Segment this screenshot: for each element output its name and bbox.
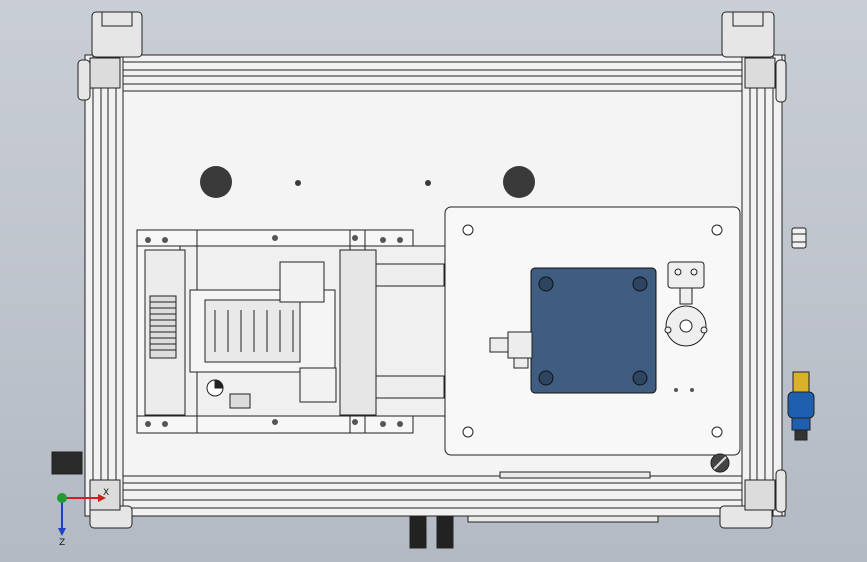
linear-slide-module bbox=[136, 229, 449, 434]
screw-head bbox=[710, 453, 730, 473]
bottom-parts bbox=[51, 451, 659, 549]
slide-module-screws bbox=[145, 235, 403, 427]
pneumatic-valve bbox=[787, 371, 815, 441]
axis-label-z: Z bbox=[59, 538, 65, 548]
corner-foot-top-left bbox=[77, 11, 143, 101]
push-in-fitting-top bbox=[791, 227, 807, 249]
floating-joint bbox=[664, 261, 708, 347]
small-holes bbox=[674, 388, 694, 392]
base-plate-holes bbox=[200, 166, 535, 198]
corner-brackets bbox=[89, 57, 776, 511]
mounting-plate-holes bbox=[462, 224, 723, 438]
aluminum-profile-frame bbox=[84, 54, 786, 517]
corner-foot-top-right bbox=[721, 11, 787, 103]
corner-foot-bottom-right bbox=[719, 469, 787, 529]
axis-label-x: X bbox=[103, 488, 109, 498]
coordinate-triad: X Z bbox=[57, 488, 109, 548]
air-fitting bbox=[489, 331, 533, 369]
cylinder-block bbox=[530, 267, 657, 394]
